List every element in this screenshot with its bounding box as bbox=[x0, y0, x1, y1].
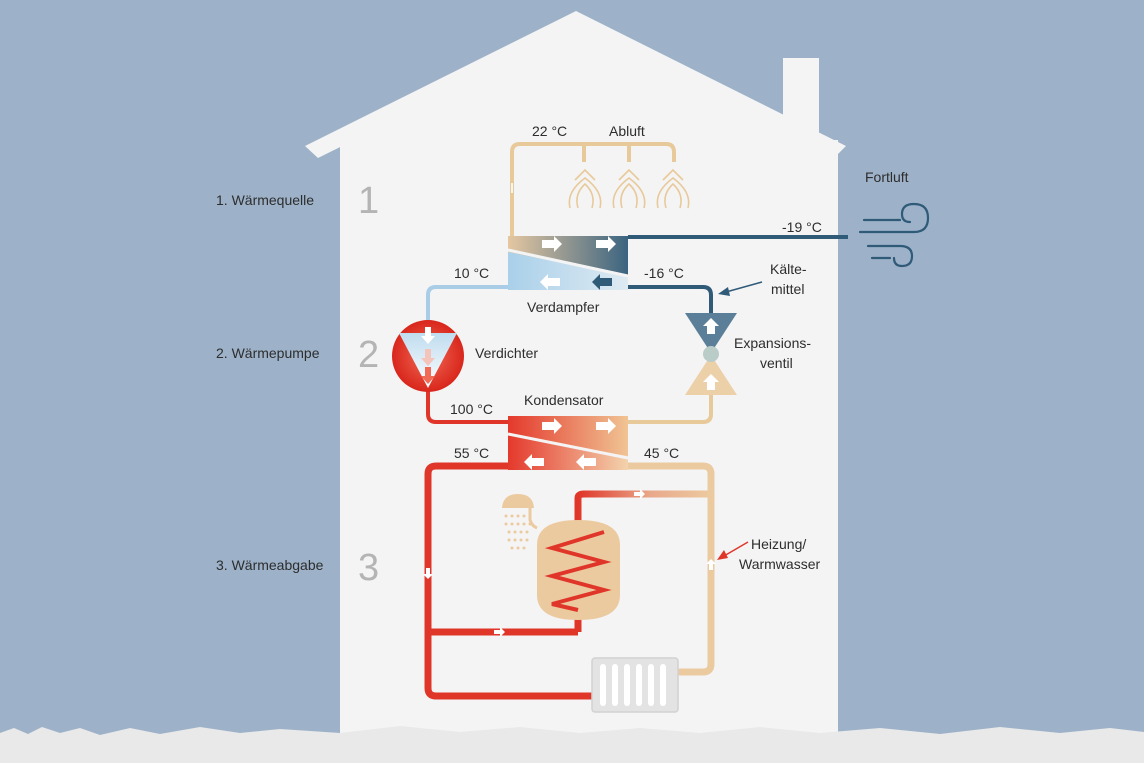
radiator-icon bbox=[591, 657, 679, 713]
temp-outgoing-air: -19 °C bbox=[782, 219, 822, 235]
label-kondensator: Kondensator bbox=[524, 392, 604, 408]
refrigerant-pipes bbox=[426, 285, 713, 424]
label-verdampfer: Verdampfer bbox=[527, 299, 600, 315]
ground bbox=[0, 726, 1144, 763]
refrigerant-pointer bbox=[718, 281, 763, 296]
label-kaeltemittel-line1: Kälte- bbox=[770, 261, 807, 277]
water-tank bbox=[512, 494, 620, 620]
temp-exhaust-in: 22 °C bbox=[532, 123, 567, 139]
temp-return: 45 °C bbox=[644, 445, 679, 461]
stage-label-1: 1. Wärmequelle bbox=[216, 192, 314, 208]
rising-air-icon bbox=[568, 168, 690, 209]
stage-label-3: 3. Wärmeabgabe bbox=[216, 557, 324, 573]
temp-condenser-in: 100 °C bbox=[450, 401, 493, 417]
label-verdichter: Verdichter bbox=[475, 345, 538, 361]
flow-arrows bbox=[423, 489, 716, 637]
compressor bbox=[392, 320, 464, 392]
label-expansion-line2: ventil bbox=[760, 355, 793, 371]
temp-evaporator-in: -16 °C bbox=[644, 265, 684, 281]
heating-pointer bbox=[717, 541, 749, 560]
label-expansion-line1: Expansions- bbox=[734, 335, 811, 351]
condenser bbox=[507, 416, 629, 470]
temp-flow: 55 °C bbox=[454, 445, 489, 461]
stage-number-3: 3 bbox=[358, 547, 379, 589]
label-fortluft: Fortluft bbox=[865, 169, 909, 185]
stage-number-2: 2 bbox=[358, 334, 379, 376]
shower-icon bbox=[502, 494, 534, 550]
house bbox=[305, 11, 846, 763]
label-abluft: Abluft bbox=[609, 123, 645, 139]
stage-label-2: 2. Wärmepumpe bbox=[216, 345, 320, 361]
expansion-valve bbox=[685, 313, 737, 395]
wind-icon bbox=[858, 202, 930, 268]
label-heizung-line2: Warmwasser bbox=[739, 556, 820, 572]
exhaust-air-duct bbox=[510, 142, 676, 236]
stage-number-1: 1 bbox=[358, 180, 379, 222]
evaporator bbox=[507, 236, 629, 290]
temp-evaporator-out: 10 °C bbox=[454, 265, 489, 281]
label-heizung-line1: Heizung/ bbox=[751, 536, 806, 552]
label-kaeltemittel-line2: mittel bbox=[771, 281, 804, 297]
